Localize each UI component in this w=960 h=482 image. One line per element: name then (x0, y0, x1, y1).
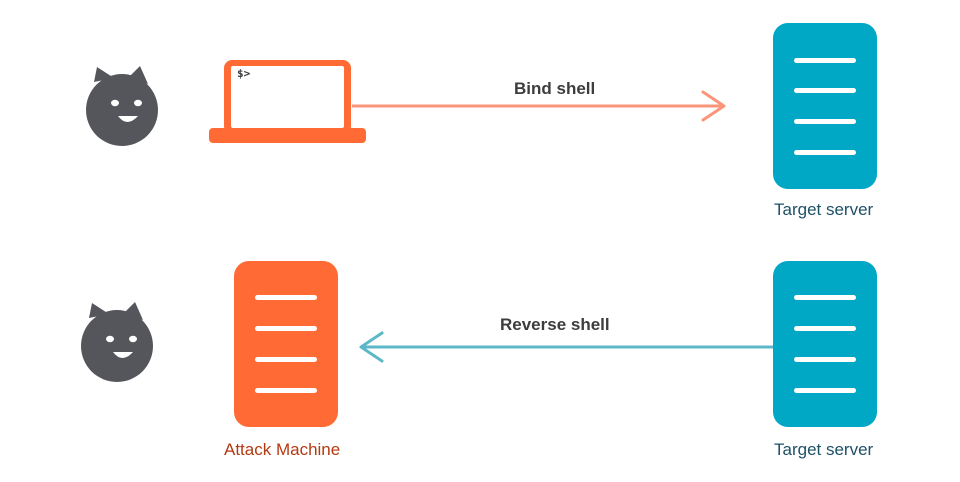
attacker-laptop (209, 60, 366, 143)
laptop-icon (209, 60, 366, 143)
attack-machine-label: Attack Machine (224, 440, 341, 459)
bind-shell-label: Bind shell (514, 79, 596, 98)
target-server-top-label: Target server (774, 200, 874, 219)
cat-face-icon (86, 66, 158, 146)
server-icon (773, 23, 877, 189)
target-server-top (773, 23, 877, 189)
server-icon (234, 261, 338, 427)
attack-machine-server (234, 261, 338, 427)
target-server-bottom-label: Target server (774, 440, 874, 459)
attacker-cat-top (86, 66, 158, 146)
reverse-shell-label: Reverse shell (500, 315, 610, 334)
server-icon (773, 261, 877, 427)
cat-face-icon (81, 302, 153, 382)
laptop-prompt: $> (237, 67, 251, 80)
target-server-bottom (773, 261, 877, 427)
attacker-cat-bottom (81, 302, 153, 382)
reverse-shell-arrow (359, 331, 773, 363)
bind-shell-arrow (352, 90, 726, 122)
